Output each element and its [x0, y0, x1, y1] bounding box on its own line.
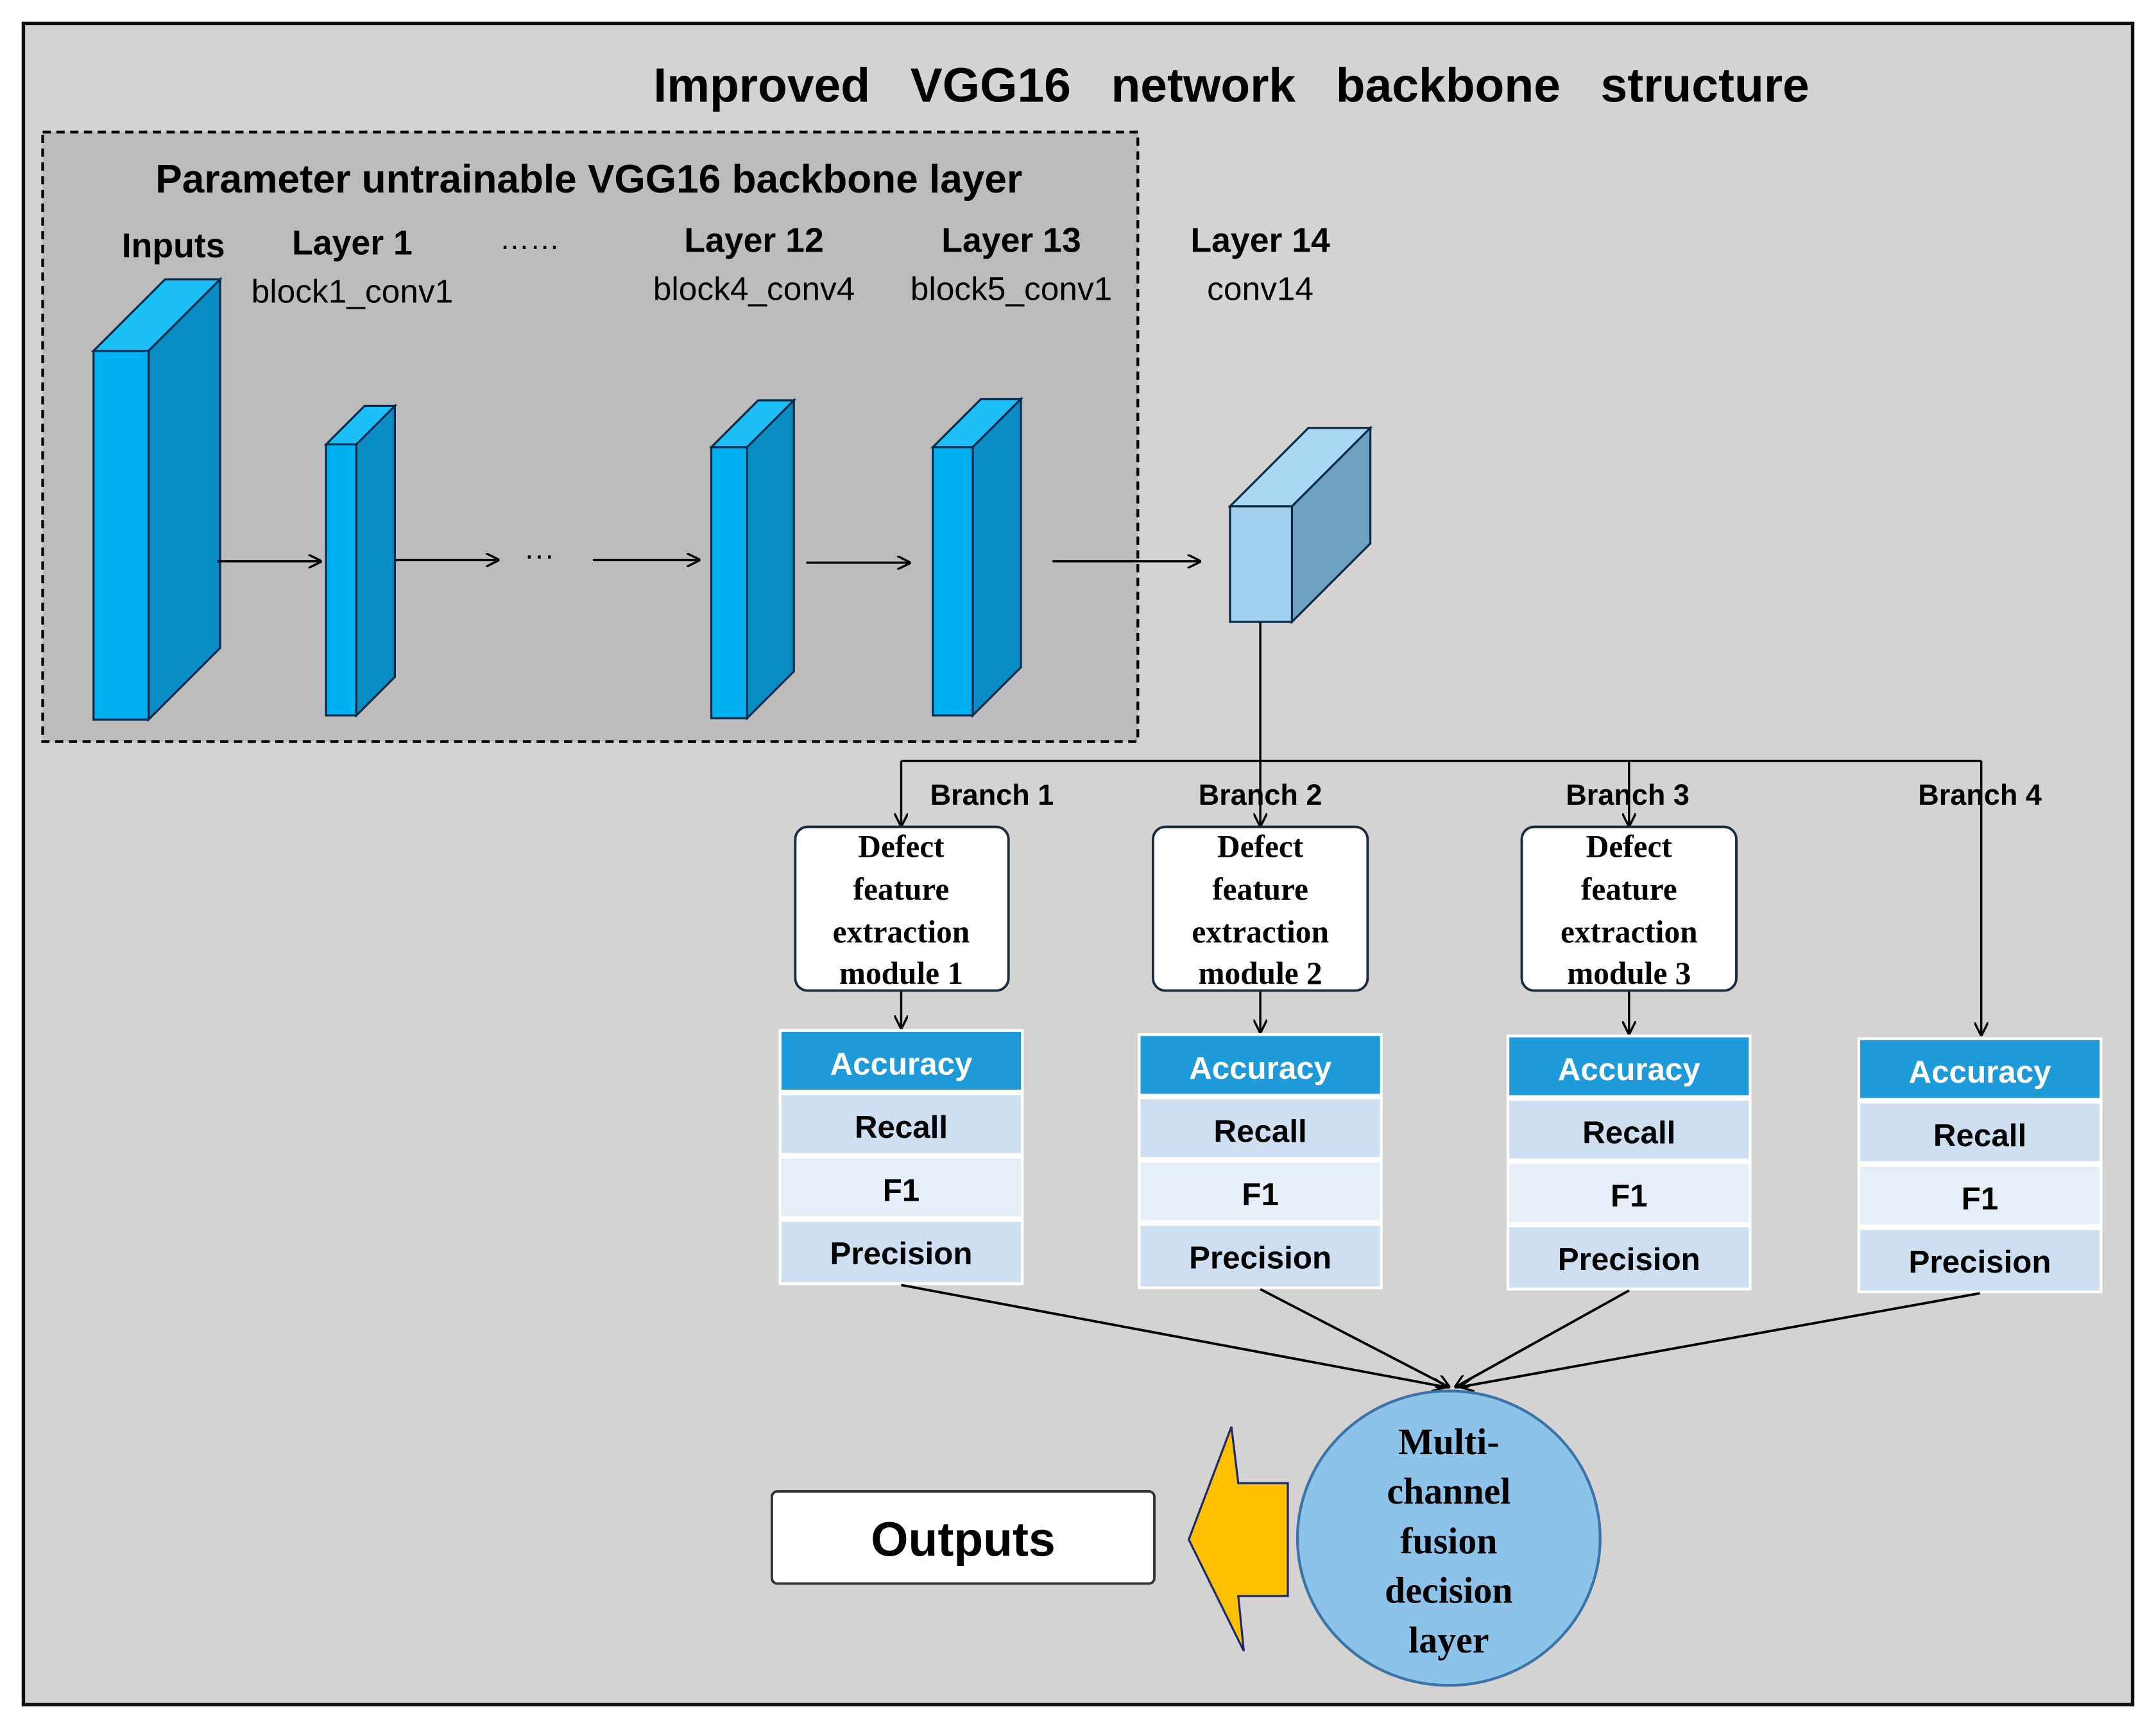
metric-row — [1860, 1103, 2100, 1162]
metric-row — [1140, 1226, 1380, 1287]
module-3-line-1: Defect — [1586, 829, 1673, 864]
fusion-line-4: decision — [1385, 1570, 1512, 1611]
metric-recall-2: Recall — [1213, 1113, 1306, 1149]
metric-f1-1: F1 — [883, 1173, 920, 1208]
module-1-line-1: Defect — [858, 829, 945, 864]
outputs-label: Outputs — [871, 1513, 1056, 1567]
metric-f1-3: F1 — [1611, 1178, 1648, 1214]
layer-label-inputs: Inputs — [122, 227, 225, 265]
module-3-line-2: feature — [1581, 871, 1677, 907]
fusion-decision-layer: Multi- channel fusion decision layer — [1296, 1389, 1602, 1687]
metric-row — [1509, 1163, 1749, 1222]
metric-header — [1860, 1040, 2100, 1098]
metric-accuracy-2: Accuracy — [1189, 1051, 1332, 1086]
ellipsis-top: …… — [499, 221, 560, 255]
output-arrow-icon — [1187, 1426, 1289, 1652]
module-2-line-2: feature — [1212, 871, 1308, 907]
metric-recall-1: Recall — [855, 1110, 948, 1145]
fusion-line-1: Multi- — [1398, 1421, 1500, 1463]
block-layer-13 — [930, 396, 1023, 718]
metric-f1-4: F1 — [1962, 1181, 1999, 1216]
branch-label-3: Branch 3 — [1566, 778, 1690, 811]
metric-table-4: Accuracy Recall F1 Precision — [1857, 1037, 2103, 1294]
fusion-arrows — [901, 1283, 1980, 1387]
metric-row — [1509, 1101, 1749, 1159]
defect-module-2: Defect feature extraction module 2 — [1151, 825, 1369, 992]
metric-accuracy-4: Accuracy — [1909, 1054, 2052, 1090]
block-layer-1 — [323, 403, 398, 718]
frozen-backbone-label: Parameter untrainable VGG16 backbone lay… — [155, 157, 1022, 202]
branch-label-1: Branch 1 — [930, 778, 1054, 811]
metric-f1-2: F1 — [1242, 1177, 1279, 1212]
module-3-line-4: module 3 — [1567, 956, 1691, 991]
block-layer-12 — [708, 397, 797, 721]
module-2-line-3: extraction — [1192, 914, 1329, 950]
metric-row — [781, 1095, 1022, 1153]
layer-sub-12: block4_conv4 — [653, 270, 855, 307]
metric-recall-4: Recall — [1933, 1118, 2026, 1153]
ellipsis-mid: ··· — [524, 538, 554, 572]
layer-label-12: Layer 12 — [684, 221, 824, 259]
metric-row — [1860, 1230, 2100, 1291]
metric-header — [1140, 1036, 1380, 1094]
diagram-title: Improved VGG16 network backbone structur… — [653, 58, 1809, 112]
block-layer-14 — [1228, 425, 1373, 624]
metric-accuracy-1: Accuracy — [830, 1046, 973, 1081]
module-3-line-3: extraction — [1561, 914, 1698, 950]
branch-label-2: Branch 2 — [1199, 778, 1322, 811]
outputs-box: Outputs — [770, 1490, 1156, 1585]
layer-label-1: Layer 1 — [292, 224, 413, 262]
module-1-line-3: extraction — [833, 914, 970, 950]
metric-table-3: Accuracy Recall F1 Precision — [1506, 1034, 1752, 1291]
metric-header — [1509, 1037, 1749, 1095]
backbone-arrows — [217, 560, 1200, 563]
module-2-line-4: module 2 — [1199, 956, 1322, 991]
module-1-line-2: feature — [853, 871, 950, 907]
defect-module-3: Defect feature extraction module 3 — [1520, 825, 1738, 992]
metric-row — [1140, 1162, 1380, 1221]
layer-label-14: Layer 14 — [1190, 221, 1330, 259]
fusion-line-3: fusion — [1400, 1520, 1497, 1561]
fusion-line-5: layer — [1408, 1619, 1489, 1661]
fusion-line-2: channel — [1387, 1470, 1510, 1512]
module-1-line-4: module 1 — [839, 956, 963, 991]
block-inputs — [90, 277, 223, 723]
metric-row — [781, 1221, 1022, 1283]
metric-precision-1: Precision — [830, 1236, 972, 1271]
metric-recall-3: Recall — [1582, 1115, 1675, 1151]
metric-row — [1860, 1167, 2100, 1225]
metric-row — [1140, 1099, 1380, 1158]
metric-row — [1509, 1227, 1749, 1288]
branch-connectors — [901, 622, 1981, 1034]
metric-table-2: Accuracy Recall F1 Precision — [1138, 1033, 1383, 1289]
metric-accuracy-3: Accuracy — [1558, 1052, 1701, 1087]
metric-precision-3: Precision — [1558, 1242, 1700, 1277]
layer-sub-14: conv14 — [1207, 270, 1313, 307]
branch-label-4: Branch 4 — [1918, 778, 2042, 811]
layer-sub-1: block1_conv1 — [252, 273, 454, 310]
metric-row — [781, 1158, 1022, 1217]
layer-label-13: Layer 13 — [941, 221, 1081, 259]
metric-table-1: Accuracy Recall F1 Precision — [778, 1029, 1024, 1285]
metric-header — [781, 1031, 1022, 1090]
metric-precision-2: Precision — [1189, 1240, 1331, 1276]
defect-module-1: Defect feature extraction module 1 — [794, 825, 1010, 992]
module-2-line-1: Defect — [1217, 829, 1304, 864]
layer-sub-13: block5_conv1 — [911, 270, 1113, 307]
metric-precision-4: Precision — [1909, 1244, 2051, 1280]
